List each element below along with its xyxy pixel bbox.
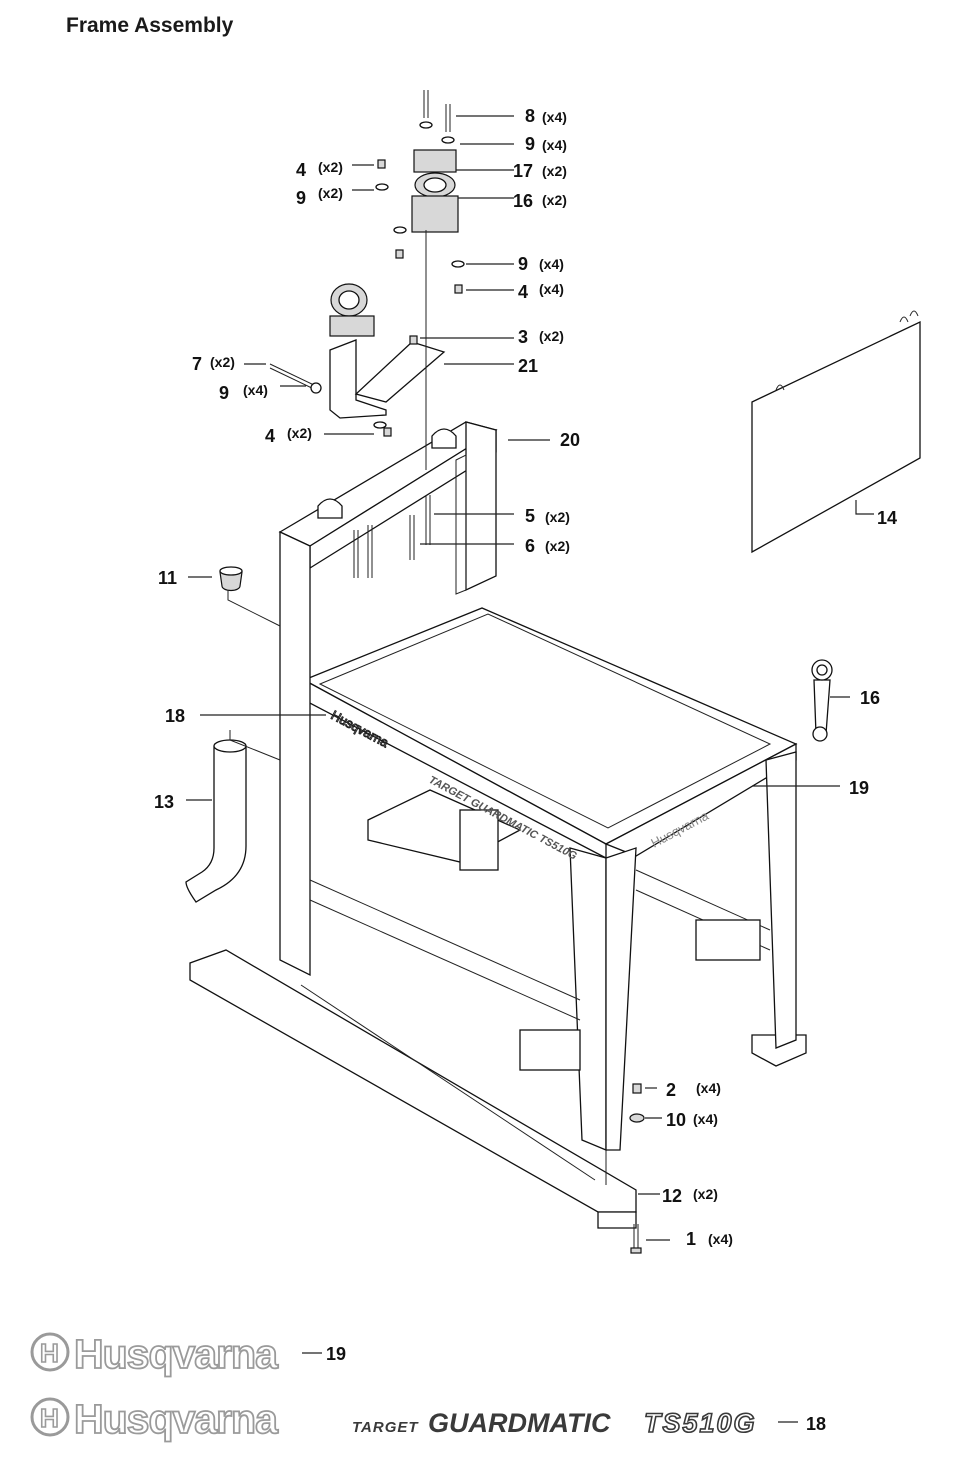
callout-qty: (x4) [542, 137, 567, 153]
callout-qty: (x2) [318, 185, 343, 201]
callout-7: 7 (x2) [192, 354, 266, 374]
callout-number: 16 [513, 191, 533, 211]
callout-qty: (x2) [542, 163, 567, 179]
callout-number: 17 [513, 161, 533, 181]
callout-qty: (x4) [542, 109, 567, 125]
decal-brand-text: Husqvarna [74, 1396, 279, 1442]
callout-qty: (x2) [693, 1186, 718, 1202]
callout-qty: (x2) [539, 328, 564, 344]
callout-9: 9 (x4) [219, 382, 306, 403]
svg-text:H: H [40, 1338, 59, 1368]
page-title: Frame Assembly [66, 14, 234, 37]
callout-14: 14 [855, 500, 897, 528]
callout-6: 6 (x2) [420, 536, 570, 556]
callout-5: 5 (x2) [434, 506, 570, 526]
callout-2: 2 (x4) [645, 1080, 721, 1100]
callout-number: 16 [860, 688, 880, 708]
callout-qty: (x2) [545, 538, 570, 554]
callout-qty: (x4) [243, 382, 268, 398]
decal-brand-text: Husqvarna [74, 1331, 279, 1377]
decal-legend: H Husqvarna 19 H Husqvarna TARGET GUARDM… [30, 1330, 826, 1443]
callout-number: 6 [525, 536, 535, 556]
callout-16: 16 (x2) [458, 191, 567, 211]
callout-19: 19 [752, 778, 869, 798]
svg-text:H: H [40, 1403, 59, 1433]
callout-10: 10 (x4) [645, 1110, 718, 1130]
callout-number: 12 [662, 1186, 682, 1206]
decal-product-callout: 18 [806, 1414, 826, 1434]
callout-number: 4 [518, 282, 528, 302]
callout-number: 4 [296, 160, 306, 180]
callout-8: 8 (x4) [456, 106, 567, 126]
callout-18: 18 [165, 706, 326, 726]
callout-number: 14 [877, 508, 897, 528]
callout-12: 12 (x2) [638, 1186, 718, 1206]
callout-qty: (x2) [545, 509, 570, 525]
callout-number: 5 [525, 506, 535, 526]
callout-qty: (x2) [318, 159, 343, 175]
husqvarna-logo-icon: H [30, 1397, 70, 1437]
callout-11: 11 [158, 568, 212, 588]
callout-qty: (x4) [539, 281, 564, 297]
callout-number: 9 [296, 188, 306, 208]
callout-number: 11 [158, 568, 177, 588]
callout-number: 18 [165, 706, 185, 726]
callout-21: 21 [444, 356, 538, 376]
callout-qty: (x4) [696, 1080, 721, 1096]
callout-4: 4 (x2) [265, 425, 374, 446]
frame-drawing: Husqvarna Husqvarna TARGET GUARDMATIC TS… [185, 90, 921, 1254]
decal-product-name: GUARDMATIC [428, 1408, 611, 1438]
decal-product-model: TS510G [644, 1408, 757, 1438]
callout-number: 9 [518, 254, 528, 274]
callout-number: 4 [265, 426, 275, 446]
callout-16: 16 [830, 688, 880, 708]
callout-qty: (x4) [693, 1111, 718, 1127]
callout-qty: (x2) [210, 354, 235, 370]
callout-4: 4 (x4) [466, 281, 564, 302]
callout-qty: (x4) [708, 1231, 733, 1247]
callout-1: 1 (x4) [646, 1229, 733, 1249]
callout-9: 9 (x4) [460, 134, 567, 154]
callout-9: 9 (x4) [466, 254, 564, 274]
callout-number: 9 [219, 383, 229, 403]
callout-4: 4 (x2) [296, 159, 374, 180]
callout-number: 7 [192, 354, 202, 374]
callout-3: 3 (x2) [420, 327, 564, 347]
callout-13: 13 [154, 792, 212, 812]
callout-20: 20 [508, 430, 580, 450]
callout-17: 17 (x2) [456, 161, 567, 181]
callout-qty: (x2) [542, 192, 567, 208]
decal-product-prefix: TARGET [352, 1419, 419, 1436]
callout-number: 9 [525, 134, 535, 154]
callout-number: 19 [849, 778, 869, 798]
callout-number: 8 [525, 106, 535, 126]
callout-number: 21 [518, 356, 538, 376]
callout-number: 10 [666, 1110, 686, 1130]
callout-number: 20 [560, 430, 580, 450]
callout-qty: (x2) [287, 425, 312, 441]
callout-number: 13 [154, 792, 174, 812]
callout-number: 2 [666, 1080, 676, 1100]
husqvarna-logo-icon: H [30, 1332, 70, 1372]
callout-qty: (x4) [539, 256, 564, 272]
callout-9: 9 (x2) [296, 185, 374, 208]
decal-brand-callout: 19 [326, 1344, 346, 1364]
callout-number: 1 [686, 1229, 696, 1249]
callout-number: 3 [518, 327, 528, 347]
